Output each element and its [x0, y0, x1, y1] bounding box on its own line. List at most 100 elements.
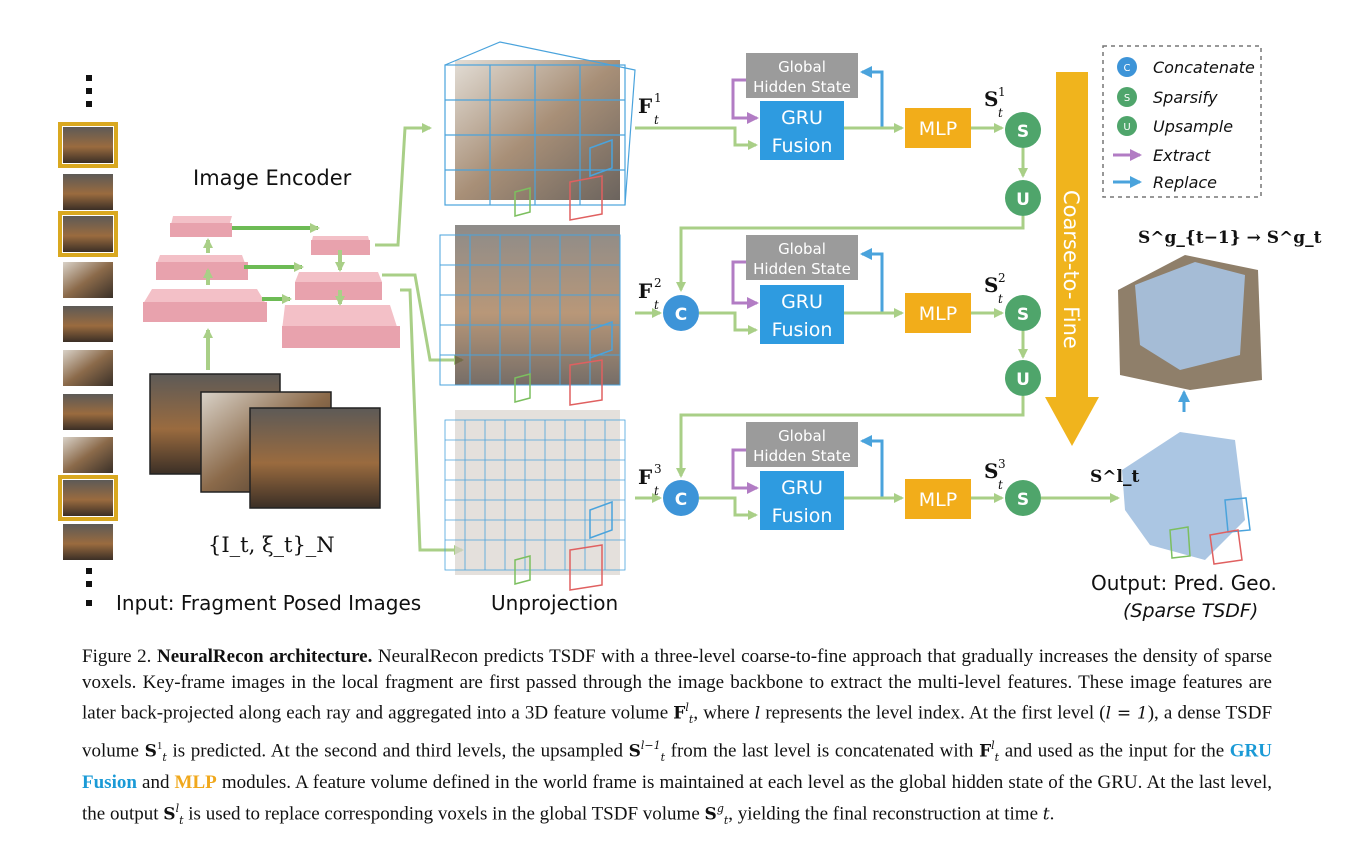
svg-text:Hidden State: Hidden State	[753, 78, 851, 96]
concatenate-legend-icon	[1117, 57, 1137, 77]
voxel-volume-level-2	[439, 225, 621, 406]
svg-text:GRU: GRU	[781, 477, 823, 499]
concatenate-node-3	[663, 480, 699, 516]
svg-text:Hidden State: Hidden State	[753, 260, 851, 278]
svg-text:2: 2	[654, 276, 662, 290]
concatenate-node-2	[663, 295, 699, 331]
svg-text:S: S	[1017, 122, 1029, 142]
figure-caption: Figure 2. NeuralRecon architecture. Neur…	[82, 646, 1273, 827]
caption-fig-label: Figure 2.	[82, 646, 152, 667]
output-label: Output: Pred. Geo.	[1091, 571, 1277, 595]
encoder-label: Image Encoder	[193, 166, 352, 190]
svg-text:3: 3	[654, 462, 662, 476]
svg-text:S: S	[984, 459, 998, 483]
svg-text:Global: Global	[778, 58, 826, 76]
svg-text:U: U	[1016, 190, 1030, 210]
caption-mlp: MLP	[174, 772, 217, 794]
unprojection-arrows	[375, 123, 464, 555]
global-reconstruction	[1118, 255, 1262, 390]
svg-text:Global: Global	[778, 427, 826, 445]
svg-text:1: 1	[998, 85, 1006, 99]
upsample-node-2	[1005, 360, 1041, 396]
svg-text:Coarse-to- Fine: Coarse-to- Fine	[1059, 190, 1083, 349]
svg-text:Replace: Replace	[1153, 173, 1217, 192]
svg-text:t: t	[998, 292, 1003, 306]
s-l-label: S^l_t	[1090, 467, 1139, 487]
feature-label-2: F 2 t	[638, 276, 662, 312]
svg-text:S: S	[984, 87, 998, 111]
upsample-node-1	[1005, 180, 1041, 216]
sparsify-node-3	[1005, 480, 1041, 516]
svg-text:Global: Global	[778, 240, 826, 258]
svg-text:Fusion: Fusion	[772, 505, 833, 527]
svg-text:Concatenate: Concatenate	[1153, 58, 1255, 77]
gru-fusion-2	[760, 285, 844, 344]
svg-text:Upsample: Upsample	[1153, 117, 1233, 136]
frame-thumbnails	[58, 122, 118, 560]
output-reconstruction	[1122, 432, 1251, 565]
caption-title: NeuralRecon architecture.	[156, 646, 373, 667]
frame-strip	[58, 75, 118, 606]
svg-text:GRU: GRU	[781, 107, 823, 129]
svg-text:Hidden State: Hidden State	[753, 447, 851, 465]
image-encoder	[143, 216, 400, 370]
level-2-row: C Global Hidden State GRU Fusion MLP S S…	[635, 235, 1041, 478]
svg-text:S: S	[984, 273, 998, 297]
caption-gru-fusion: GRU Fusion	[82, 739, 1273, 794]
svg-text:C: C	[675, 490, 687, 510]
feature-label-3: F 3 t	[638, 462, 662, 498]
svg-text:F: F	[638, 465, 652, 489]
svg-text:Extract: Extract	[1153, 146, 1211, 165]
global-hidden-state-2	[746, 235, 858, 280]
sparsify-node-1	[1005, 112, 1041, 148]
svg-text:t: t	[998, 478, 1003, 492]
input-label: Input: Fragment Posed Images	[116, 591, 421, 615]
svg-text:t: t	[998, 106, 1003, 120]
mlp-3	[905, 479, 971, 519]
architecture-diagram: Image Encoder {I_t, ξ_t}_N Input: Fragme…	[58, 41, 1322, 622]
upsample-legend-icon	[1117, 116, 1137, 136]
svg-text:U: U	[1123, 122, 1130, 133]
svg-text:Sparsify: Sparsify	[1153, 88, 1218, 107]
svg-text:t: t	[654, 484, 659, 498]
mlp-2	[905, 293, 971, 333]
svg-text:t: t	[654, 298, 659, 312]
coarse-to-fine-arrow: Coarse-to- Fine	[1045, 72, 1099, 446]
output-sublabel: (Sparse TSDF)	[1123, 600, 1258, 622]
feature-label-1: F 1 t	[638, 91, 662, 127]
feature-labels: F 1 t F 2 t F 3 t	[638, 91, 662, 498]
voxel-volume-level-1	[444, 41, 636, 221]
gru-fusion-1	[760, 101, 844, 160]
unprojection-label: Unprojection	[491, 591, 618, 615]
svg-text:Fusion: Fusion	[772, 319, 833, 341]
svg-text:S: S	[1124, 93, 1130, 104]
gru-fusion-3	[760, 471, 844, 530]
global-hidden-state-3	[746, 422, 858, 467]
svg-text:Fusion: Fusion	[772, 135, 833, 157]
svg-text:t: t	[654, 113, 659, 127]
svg-text:MLP: MLP	[919, 489, 957, 511]
sparsify-node-2	[1005, 295, 1041, 331]
svg-text:GRU: GRU	[781, 291, 823, 313]
global-hidden-state-1	[746, 53, 858, 98]
svg-text:MLP: MLP	[919, 303, 957, 325]
mlp-1	[905, 108, 971, 148]
sparsify-legend-icon	[1117, 87, 1137, 107]
global-update-label: S^g_{t−1} → S^g_t	[1138, 228, 1322, 248]
svg-text:3: 3	[998, 457, 1006, 471]
level-1-row: Global Hidden State GRU Fusion MLP S S 1…	[635, 53, 1041, 292]
svg-text:C: C	[675, 305, 687, 325]
input-math: {I_t, ξ_t}_N	[208, 533, 335, 557]
svg-text:U: U	[1016, 370, 1030, 390]
level-3-row: C Global Hidden State GRU Fusion MLP S S…	[635, 422, 1120, 530]
input-images	[149, 373, 381, 509]
svg-text:S: S	[1017, 490, 1029, 510]
svg-text:F: F	[638, 279, 652, 303]
svg-text:MLP: MLP	[919, 118, 957, 140]
voxel-volume-level-3	[444, 410, 626, 591]
svg-text:1: 1	[654, 91, 662, 105]
svg-text:S: S	[1017, 305, 1029, 325]
svg-text:2: 2	[998, 271, 1006, 285]
legend: C Concatenate S Sparsify U Upsample Extr…	[1102, 45, 1262, 198]
svg-text:F: F	[638, 94, 652, 118]
